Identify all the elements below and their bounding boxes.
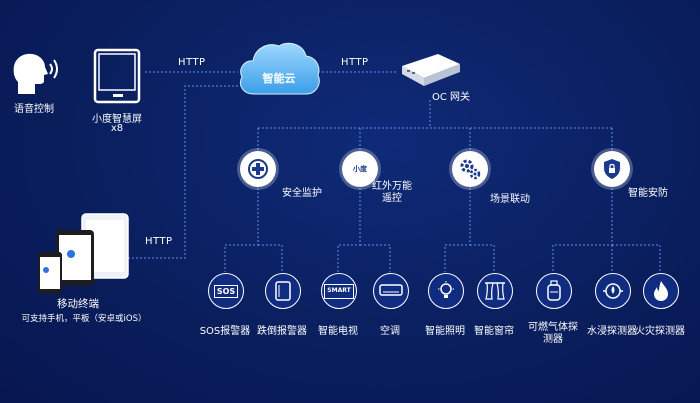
smart-tv-icon-text: SMART <box>324 283 354 299</box>
ir-remote-icon-text: 小度 <box>353 165 367 173</box>
mobile-devices-icon <box>38 213 129 294</box>
device-label-smart-lighting: 智能照明 <box>425 326 465 337</box>
category-label-security-monitor: 安全监护 <box>282 188 322 199</box>
device-label-gas-detector: 可燃气体探 测器 <box>528 322 578 345</box>
cloud-icon <box>240 42 320 95</box>
voice-control-label: 语音控制 <box>14 104 54 115</box>
http-label-cloud-gateway: HTTP <box>341 57 369 68</box>
device-label-fire-detector: 火灾探测器 <box>635 326 685 337</box>
device-label-sos-alarm: SOS报警器 <box>199 326 251 337</box>
category-label-ir-remote: 红外万能 遥控 <box>372 181 412 204</box>
water-leak-detector-icon <box>595 273 631 309</box>
smart-screen-icon <box>93 48 141 104</box>
fall-alarm-icon <box>265 273 301 309</box>
device-label-air-conditioner: 空调 <box>380 326 400 337</box>
mobile-sub-label: 可支持手机，平板（安卓或iOS） <box>21 314 147 324</box>
security-monitor-icon <box>240 151 276 187</box>
air-conditioner-icon <box>373 273 409 309</box>
cloud-label: 智能云 <box>262 72 296 85</box>
device-label-smart-curtain: 智能窗帘 <box>474 326 514 337</box>
http-label-screen-cloud: HTTP <box>178 57 206 68</box>
category-label-smart-security: 智能安防 <box>628 188 668 199</box>
mobile-label: 移动终端 <box>57 298 99 310</box>
device-label-fall-alarm: 跌倒报警器 <box>257 326 307 337</box>
gateway-label: OC 网关 <box>432 92 471 103</box>
smart-tv-icon: SMART <box>321 273 357 309</box>
fire-detector-icon <box>643 273 679 309</box>
category-label-scene-linkage: 场景联动 <box>490 194 530 205</box>
gateway-icon <box>402 54 460 86</box>
scene-linkage-icon <box>452 151 488 187</box>
http-label-mobile: HTTP <box>145 236 173 247</box>
smart-security-icon <box>594 151 630 187</box>
smart-screen-count: x8 <box>110 123 124 134</box>
sos-alarm-icon: SOS <box>208 273 244 309</box>
device-label-water-leak: 水浸探测器 <box>587 326 637 337</box>
device-label-smart-tv: 智能电视 <box>318 326 358 337</box>
ir-remote-icon: 小度 <box>342 151 378 187</box>
smart-lighting-icon <box>428 273 464 309</box>
smart-screen-label: 小度智慧屏 <box>92 114 142 125</box>
smart-curtain-icon <box>477 273 513 309</box>
gas-detector-icon <box>536 273 572 309</box>
sos-icon-text: SOS <box>213 284 239 298</box>
voice-head-icon <box>13 53 58 94</box>
